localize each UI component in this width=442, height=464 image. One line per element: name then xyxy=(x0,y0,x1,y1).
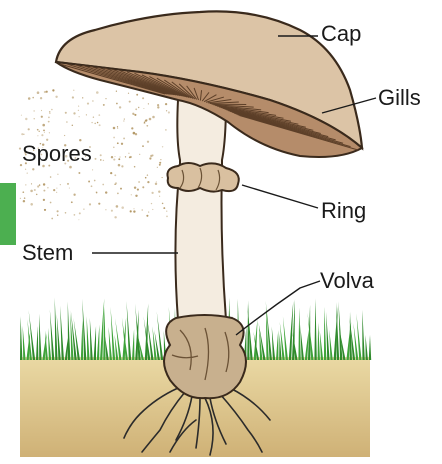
stem-label: Stem xyxy=(22,242,73,264)
ring xyxy=(167,163,238,192)
spores-label: Spores xyxy=(22,143,92,165)
gills-label: Gills xyxy=(378,87,421,109)
cap-label: Cap xyxy=(321,23,361,45)
volva-label: Volva xyxy=(320,270,374,292)
stem xyxy=(175,100,226,320)
ring-label: Ring xyxy=(321,200,366,222)
side-tab xyxy=(0,183,16,245)
